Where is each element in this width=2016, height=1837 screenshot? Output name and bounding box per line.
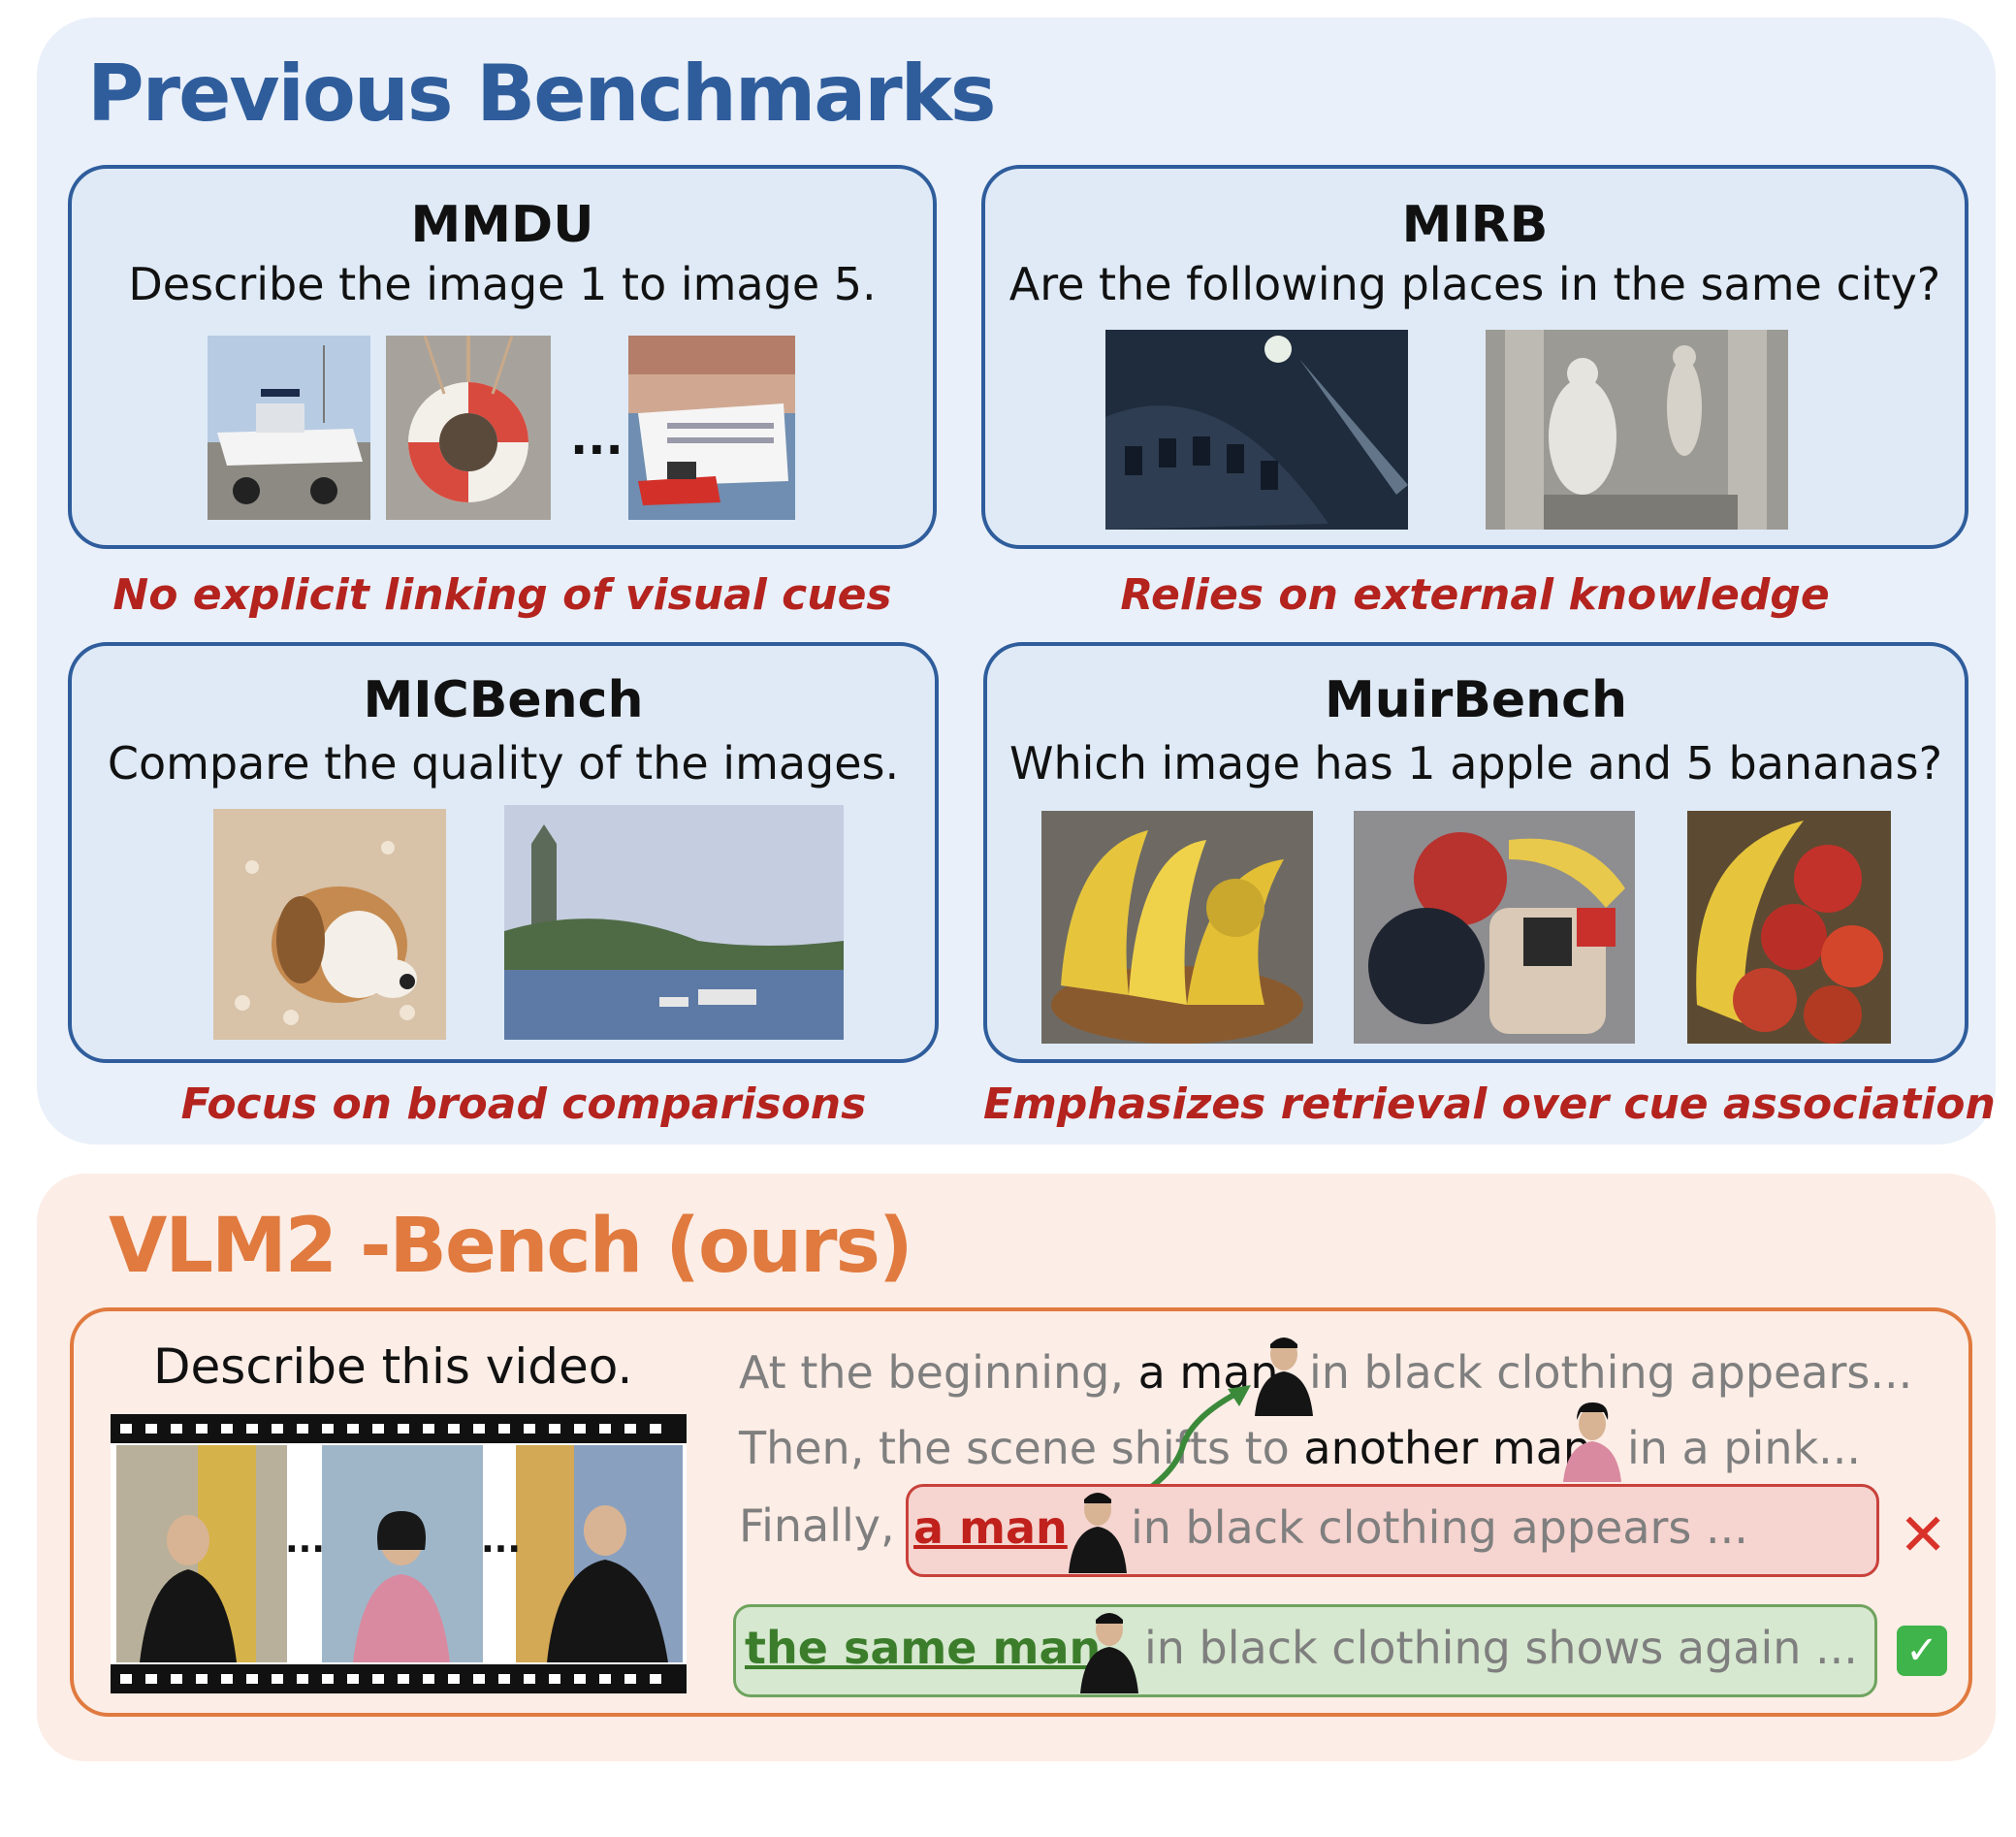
man-black-icon — [1251, 1331, 1317, 1416]
previous-benchmarks-title: Previous Benchmarks — [87, 48, 996, 139]
river-city-image — [504, 805, 844, 1040]
subject-a-man: a man — [1137, 1346, 1279, 1399]
groceries-image — [1354, 811, 1635, 1044]
mmdu-box: MMDU Describe the image 1 to image 5. ..… — [68, 165, 937, 549]
description-line-4-end: in black clothing shows again ... — [1144, 1622, 1858, 1674]
muirbench-box: MuirBench Which image has 1 apple and 5 … — [983, 642, 1968, 1063]
mirb-box: MIRB Are the following places in the sam… — [981, 165, 1968, 549]
right-answer-box — [733, 1604, 1877, 1697]
benchmark-name: MMDU — [410, 196, 594, 254]
apples-banana-image — [1687, 811, 1891, 1044]
man-pink-icon — [1559, 1399, 1625, 1482]
boat-image — [208, 336, 370, 520]
description-line-2: Then, the scene shifts to another man — [739, 1422, 1591, 1474]
benchmark-question: Describe the image 1 to image 5. — [128, 258, 877, 310]
description-line-3: Finally, — [739, 1499, 895, 1552]
video-question: Describe this video. — [153, 1338, 633, 1395]
video-filmstrip — [111, 1414, 687, 1693]
man-black-icon — [1076, 1606, 1142, 1693]
benchmark-question: Are the following places in the same cit… — [1008, 258, 1941, 310]
statue-image — [1486, 330, 1788, 530]
right-mark-icon: ✓ — [1897, 1626, 1947, 1676]
description-line-1: At the beginning, a man — [739, 1346, 1279, 1399]
man-black-icon — [1065, 1486, 1131, 1573]
film-ellipsis: ... — [481, 1521, 522, 1561]
description-line-3-end: in black clothing appears ... — [1131, 1501, 1748, 1554]
benchmark-name: MIRB — [1401, 196, 1549, 254]
wrong-subject: a man — [913, 1501, 1068, 1554]
wrong-subject-text: a man — [913, 1501, 1068, 1554]
benchmark-question: Which image has 1 apple and 5 bananas? — [1008, 737, 1942, 790]
line-text: At the beginning, — [739, 1346, 1138, 1399]
line-text: Then, the scene shifts to — [739, 1422, 1304, 1474]
dog-image — [213, 809, 446, 1040]
cruise-ship-image — [628, 336, 795, 520]
right-mark-text: ✓ — [1905, 1628, 1938, 1673]
benchmark-question: Compare the quality of the images. — [107, 737, 900, 790]
wrong-mark-icon: ✕ — [1899, 1501, 1948, 1569]
mmdu-critique: No explicit linking of visual cues — [112, 570, 892, 620]
film-ellipsis: ... — [285, 1521, 326, 1561]
mirb-critique: Relies on external knowledge — [1120, 570, 1830, 620]
right-subject: the same man — [745, 1622, 1101, 1674]
micbench-critique: Focus on broad comparisons — [180, 1080, 867, 1129]
vlm2-bench-title: VLM2 -Bench (ours) — [109, 1203, 913, 1290]
bananas-bowl-image — [1041, 811, 1313, 1044]
lifebuoy-image — [386, 336, 551, 520]
vlm2-example-box — [70, 1307, 1972, 1717]
image-ellipsis: ... — [570, 411, 624, 466]
benchmark-name: MuirBench — [1325, 671, 1627, 729]
muirbench-critique: Emphasizes retrieval over cue associatio… — [983, 1080, 1996, 1129]
description-line-2-end: in a pink... — [1627, 1422, 1862, 1474]
description-line-1-end: in black clothing appears... — [1309, 1346, 1913, 1399]
wrong-answer-box — [906, 1484, 1879, 1577]
benchmark-name: MICBench — [363, 671, 644, 729]
subject-another-man: another man — [1303, 1422, 1592, 1474]
micbench-box: MICBench Compare the quality of the imag… — [68, 642, 939, 1063]
right-subject-text: the same man — [745, 1622, 1102, 1674]
colosseum-image — [1105, 330, 1408, 530]
